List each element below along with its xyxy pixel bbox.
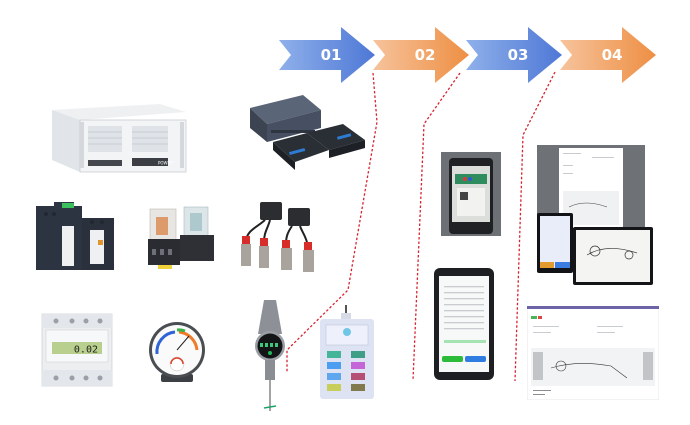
step-arrow-03: 03 — [466, 27, 562, 83]
pc-brand: POWER — [158, 161, 173, 166]
sensors-image — [241, 202, 314, 272]
dial-indicator-image — [255, 300, 285, 411]
step-label-01: 01 — [320, 46, 342, 64]
label-scan-photo — [441, 152, 501, 236]
step-label-04: 04 — [601, 46, 623, 64]
step-label-02: 02 — [414, 46, 436, 64]
step-label-03: 03 — [507, 46, 529, 64]
plc-modules-image — [250, 95, 365, 170]
drawing-report-image — [527, 306, 659, 400]
meter-reading: 0.02 — [74, 345, 98, 356]
step-arrow-04: 04 — [560, 27, 656, 83]
handheld-terminal-image — [320, 305, 374, 399]
step-arrow-02: 02 — [373, 27, 469, 83]
relay-image — [148, 206, 214, 269]
contactor-image — [36, 202, 114, 270]
energy-meter-image: 0.02 — [41, 313, 113, 387]
report-screens-image — [537, 145, 653, 285]
industrial-pc-image: POWER — [52, 104, 187, 173]
rugged-tablet-image — [434, 268, 494, 380]
hygrometer-image — [149, 322, 205, 382]
step-arrow-01: 01 — [279, 27, 375, 83]
